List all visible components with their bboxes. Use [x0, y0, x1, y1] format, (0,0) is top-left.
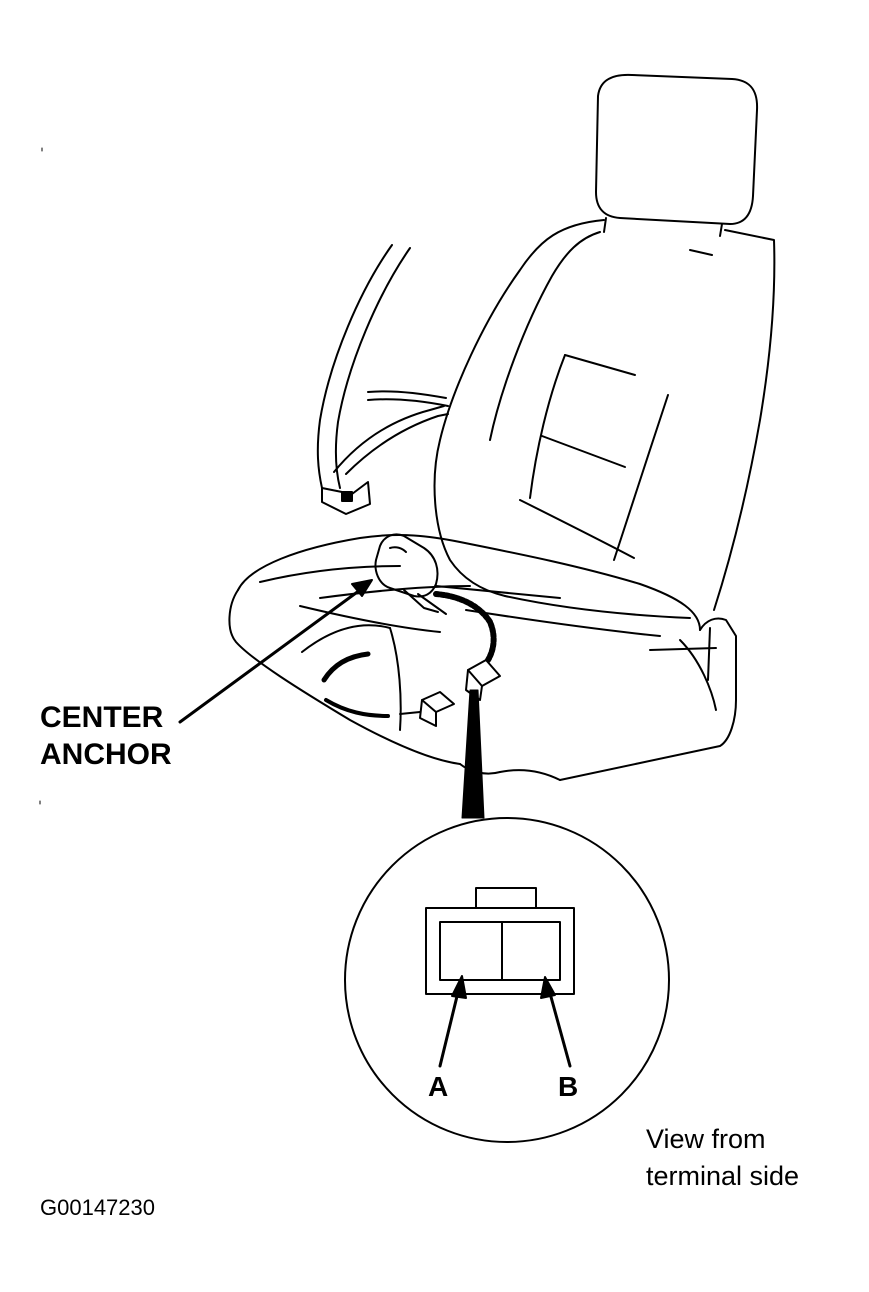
- harness-connector-side: [399, 691, 455, 727]
- headrest: [595, 73, 759, 237]
- center-anchor-label-line1: CENTER: [40, 701, 164, 734]
- callout-pointer: [461, 689, 485, 819]
- figure-code: G00147230: [40, 1195, 155, 1220]
- terminal-b-label: B: [558, 1071, 579, 1102]
- terminal-a-label: A: [428, 1071, 449, 1102]
- terminal-b-arrowhead: [540, 976, 556, 999]
- terminal-b-arrow: [546, 984, 572, 1068]
- center-anchor-leader-line: [178, 588, 362, 724]
- magnified-connector-view: [344, 817, 670, 1143]
- center-anchor-label-line2: ANCHOR: [40, 738, 172, 771]
- terminal-a-arrowhead: [451, 975, 467, 999]
- seat-belt: [316, 244, 449, 515]
- view-note-line2: terminal side: [646, 1161, 800, 1191]
- seat-base: [459, 617, 737, 781]
- harness-wire: [321, 591, 497, 718]
- center-anchor-buckle: [374, 533, 447, 615]
- view-note-line1: View from: [646, 1124, 766, 1154]
- center-anchor-arrowhead: [351, 579, 373, 597]
- seat-back: [433, 219, 776, 619]
- seat-cushion: [228, 534, 701, 765]
